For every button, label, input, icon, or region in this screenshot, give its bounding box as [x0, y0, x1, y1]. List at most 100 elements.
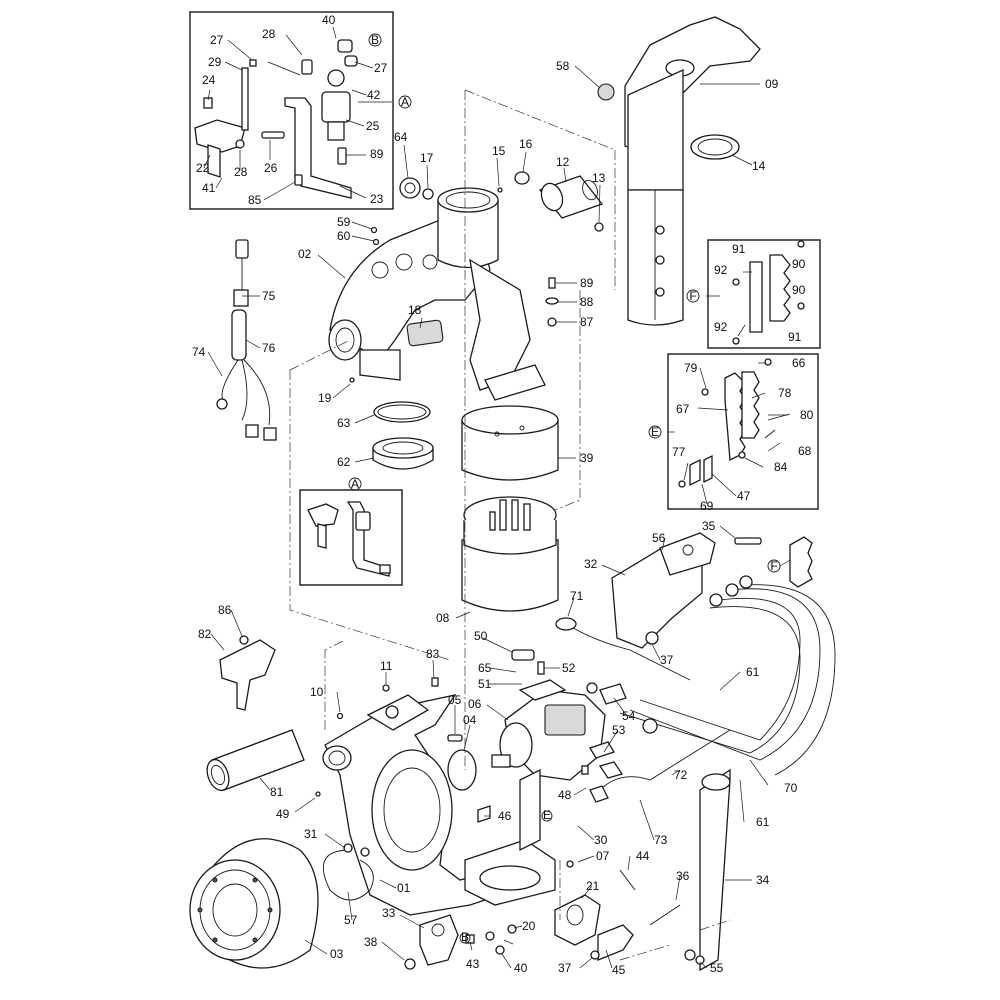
callout: 14: [752, 159, 766, 173]
detail-markers: B A F E A F E B: [348, 33, 781, 944]
callout: 70: [784, 781, 798, 795]
callout: 37: [558, 961, 572, 975]
svg-text:A: A: [401, 95, 409, 109]
callout: 28: [234, 165, 248, 179]
callout: 36: [676, 869, 690, 883]
callout: 63: [337, 416, 351, 430]
marker-f-loose: F: [767, 559, 781, 573]
callout: 48: [558, 788, 572, 802]
callout: 45: [612, 963, 626, 977]
marker-a-top: A: [398, 95, 412, 109]
callout: 84: [774, 460, 788, 474]
callout: 16: [519, 137, 533, 151]
callout: 05: [448, 693, 462, 707]
callout: 92: [714, 263, 728, 277]
callout: 72: [674, 768, 688, 782]
callout: 35: [702, 519, 716, 533]
callout: 43: [466, 957, 480, 971]
svg-text:E: E: [651, 425, 659, 439]
callout: 88: [580, 295, 594, 309]
callout: 21: [586, 879, 600, 893]
callout: 08: [436, 611, 450, 625]
bracket-02: [328, 187, 546, 401]
callout: 89: [370, 147, 384, 161]
svg-text:B: B: [461, 930, 469, 944]
callout: 47: [737, 489, 751, 503]
cover-39: [461, 405, 559, 481]
wheel-hub-03: [189, 838, 319, 969]
callout: 18: [408, 303, 422, 317]
callout: 58: [556, 59, 570, 73]
callout: 40: [322, 13, 336, 27]
callout: 83: [426, 647, 440, 661]
callout: 86: [218, 603, 232, 617]
callout: 77: [672, 445, 686, 459]
svg-text:B: B: [371, 33, 379, 47]
callout: 82: [198, 627, 212, 641]
phantom-lines: [289, 89, 731, 961]
callout: 38: [364, 935, 378, 949]
clip-57: [322, 849, 374, 901]
callout: 22: [196, 161, 210, 175]
cylinder-08: [461, 496, 559, 612]
callout: 59: [337, 215, 351, 229]
callout: 37: [660, 653, 674, 667]
svg-text:E: E: [543, 808, 551, 822]
callout: 02: [298, 247, 312, 261]
callout: 85: [248, 193, 262, 207]
steering-knuckle-01: [322, 694, 556, 916]
callout: 17: [420, 151, 434, 165]
callout: 67: [676, 402, 690, 416]
plate-45: [597, 924, 634, 961]
callout: 41: [202, 181, 216, 195]
callout: 03: [330, 947, 344, 961]
column-09: [624, 16, 761, 326]
callout: 92: [714, 320, 728, 334]
callout: 27: [374, 61, 388, 75]
callout: 20: [522, 919, 536, 933]
callout: 54: [622, 709, 636, 723]
detail-box-a-mid: [299, 489, 403, 586]
tube-81: [206, 729, 305, 792]
callout: 32: [584, 557, 598, 571]
callout: 27: [210, 33, 224, 47]
valve-bracket-32: [611, 532, 762, 649]
callout: 76: [262, 341, 276, 355]
callout: 52: [562, 661, 576, 675]
callout: 69: [700, 499, 714, 513]
callout: 90: [792, 257, 806, 271]
part-labels: 27 28 40 B 24 29 27 42 A 25 26 89 22 28 …: [192, 13, 814, 977]
callout: 80: [800, 408, 814, 422]
bracket-21: [554, 894, 601, 946]
callout: 61: [756, 815, 770, 829]
callout: 50: [474, 629, 488, 643]
callout: 60: [337, 229, 351, 243]
callout: 11: [380, 659, 393, 673]
callout: 64: [394, 130, 408, 144]
callout: 91: [788, 330, 802, 344]
callout: 01: [397, 881, 411, 895]
callout: 31: [304, 827, 318, 841]
callout: 39: [580, 451, 594, 465]
callout: 46: [498, 809, 512, 823]
callout: 57: [344, 913, 358, 927]
svg-text:F: F: [770, 559, 777, 573]
pin-12-group: [399, 171, 604, 232]
callout: 53: [612, 723, 626, 737]
callout: 28: [262, 27, 276, 41]
callout: 24: [202, 73, 216, 87]
callout: 78: [778, 386, 792, 400]
callout: 66: [792, 356, 806, 370]
callout: 73: [654, 833, 668, 847]
callout: 89: [580, 276, 594, 290]
bolt-05: [447, 734, 463, 742]
oring-04: [447, 749, 477, 791]
callout: 68: [798, 444, 812, 458]
callout: 74: [192, 345, 206, 359]
callout: 51: [478, 677, 492, 691]
callout: 42: [367, 88, 381, 102]
bracket-33: [419, 914, 459, 966]
wire-harness: [216, 239, 277, 441]
callout: 87: [580, 315, 594, 329]
